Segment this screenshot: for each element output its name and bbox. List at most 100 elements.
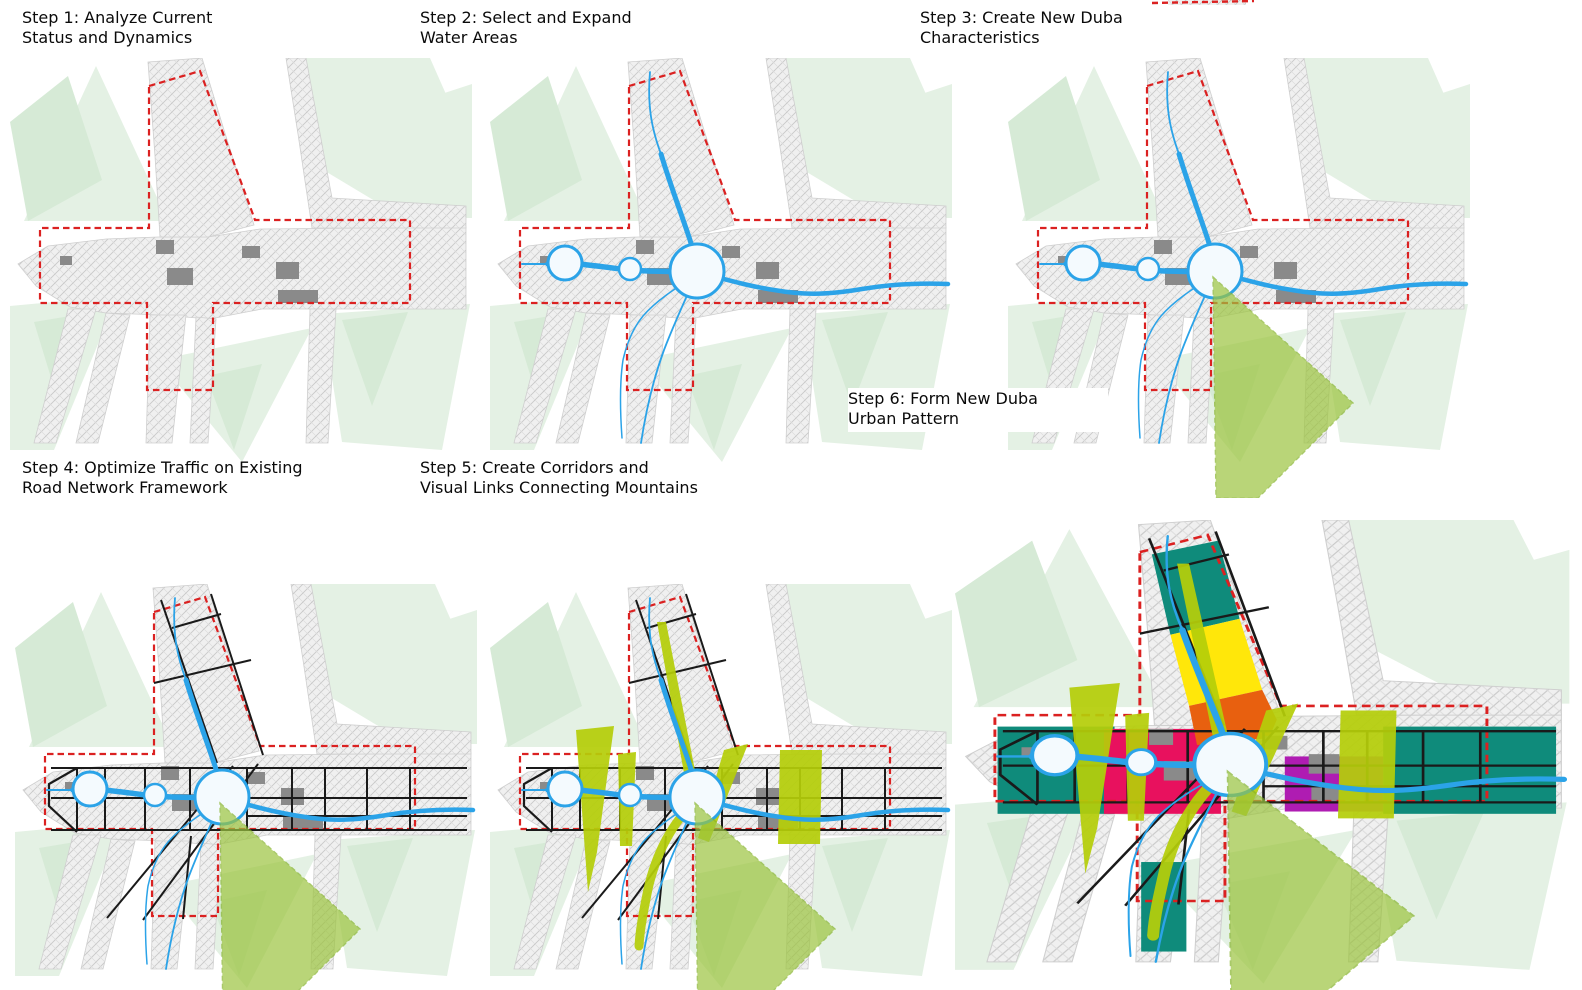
building-block <box>167 268 193 285</box>
zone-teal-arm <box>1151 540 1240 635</box>
water-course <box>173 597 187 681</box>
building-block <box>1240 246 1258 258</box>
road-line <box>685 593 739 756</box>
hatched-fabric <box>1143 314 1185 444</box>
water-course <box>1227 763 1568 794</box>
water-body-circle <box>142 782 168 808</box>
hatched-fabric <box>75 312 131 444</box>
water-course <box>1127 768 1232 957</box>
hatched-fabric <box>555 312 611 444</box>
hatched-fabric <box>669 316 697 444</box>
mountain-shape <box>373 610 477 744</box>
water-course <box>219 795 476 822</box>
hatched-fabric <box>555 838 611 970</box>
road-line <box>153 659 252 684</box>
mountain-shape <box>1340 312 1406 406</box>
water-layer <box>521 597 951 970</box>
building-block <box>278 290 318 303</box>
step-1-map <box>10 58 472 462</box>
building-block <box>1021 747 1038 758</box>
water-body-circle <box>1064 244 1102 282</box>
mountain-shape <box>342 312 408 406</box>
view-wedge-layer <box>219 801 362 990</box>
hatched-fabric <box>290 584 472 755</box>
building-block <box>1154 240 1172 254</box>
mountain-shape <box>15 602 107 747</box>
water-body-circle <box>668 242 726 300</box>
mountain-shape <box>10 76 102 221</box>
hatched-fabric <box>625 314 667 444</box>
building-block <box>156 240 174 254</box>
view-wedge-layer <box>1212 275 1355 498</box>
mountain-shape <box>686 364 742 450</box>
water-course <box>1154 771 1229 963</box>
water-body-circle <box>546 244 584 282</box>
view-wedge-layer <box>1226 769 1416 990</box>
view-corridor-wedge <box>1212 275 1355 498</box>
road-boat-tip <box>522 767 553 833</box>
water-course <box>1165 535 1184 632</box>
hatched-fabric <box>17 226 467 320</box>
water-course <box>648 597 662 681</box>
buildings-layer <box>60 240 318 303</box>
water-course <box>694 269 951 296</box>
step-5-map <box>490 584 952 990</box>
water-course <box>165 803 221 970</box>
building-block <box>722 246 740 258</box>
hatched-fabric <box>1283 58 1465 229</box>
building-block <box>1058 256 1070 265</box>
building-block <box>540 782 552 791</box>
building-block <box>540 256 552 265</box>
step-2-map <box>490 58 952 462</box>
hatched-fabric <box>765 584 947 755</box>
hatched-fabric <box>38 834 102 970</box>
water-body-circle <box>617 782 643 808</box>
water-body-circle <box>1135 256 1161 282</box>
hatched-fabric <box>33 308 97 444</box>
view-corridor-wedge <box>1226 769 1416 990</box>
boundary-layer <box>518 69 892 392</box>
step-6-title: Step 6: Form New Duba Urban Pattern <box>848 388 1108 432</box>
water-course <box>640 803 696 970</box>
site-boundary-dashed <box>518 69 892 392</box>
mountain-shape <box>1366 84 1470 218</box>
water-course <box>619 800 698 965</box>
water-body-circle <box>71 770 109 808</box>
hatched-fabric <box>150 840 192 970</box>
mountain-link-corridor <box>1337 710 1397 819</box>
mountain-shape <box>1431 549 1570 704</box>
water-layer <box>46 597 476 970</box>
water-course <box>648 71 662 155</box>
mountains-layer <box>490 58 952 462</box>
water-course <box>640 277 696 444</box>
cropped-map-artifact <box>1151 0 1255 5</box>
mountain-shape <box>822 312 888 406</box>
building-block <box>636 240 654 254</box>
view-wedge-layer <box>694 801 837 990</box>
mountain-shape <box>490 76 582 221</box>
water-body-circle <box>546 770 584 808</box>
water-course <box>144 800 223 965</box>
hatched-fabric <box>513 834 577 970</box>
zone-teal-east <box>1383 726 1557 814</box>
hatched-fabric <box>147 58 255 238</box>
road-boat-tip <box>998 730 1039 806</box>
water-layer <box>521 71 951 444</box>
building-block <box>276 262 299 279</box>
building-block <box>161 766 179 780</box>
building-block <box>242 246 260 258</box>
urban-fabric-layer <box>1015 58 1465 444</box>
building-block <box>1274 262 1297 279</box>
mountains-layer <box>10 58 472 462</box>
building-block <box>65 782 77 791</box>
mountain-shape <box>347 838 413 932</box>
hatched-fabric <box>765 58 947 229</box>
step-2-title: Step 2: Select and Expand Water Areas <box>420 8 632 47</box>
hatched-fabric <box>513 308 577 444</box>
mountain-shape <box>822 838 888 932</box>
road-line <box>628 659 727 684</box>
mountain-link-corridor <box>1177 563 1232 757</box>
hatched-fabric <box>305 308 337 444</box>
road-line <box>1214 531 1287 717</box>
